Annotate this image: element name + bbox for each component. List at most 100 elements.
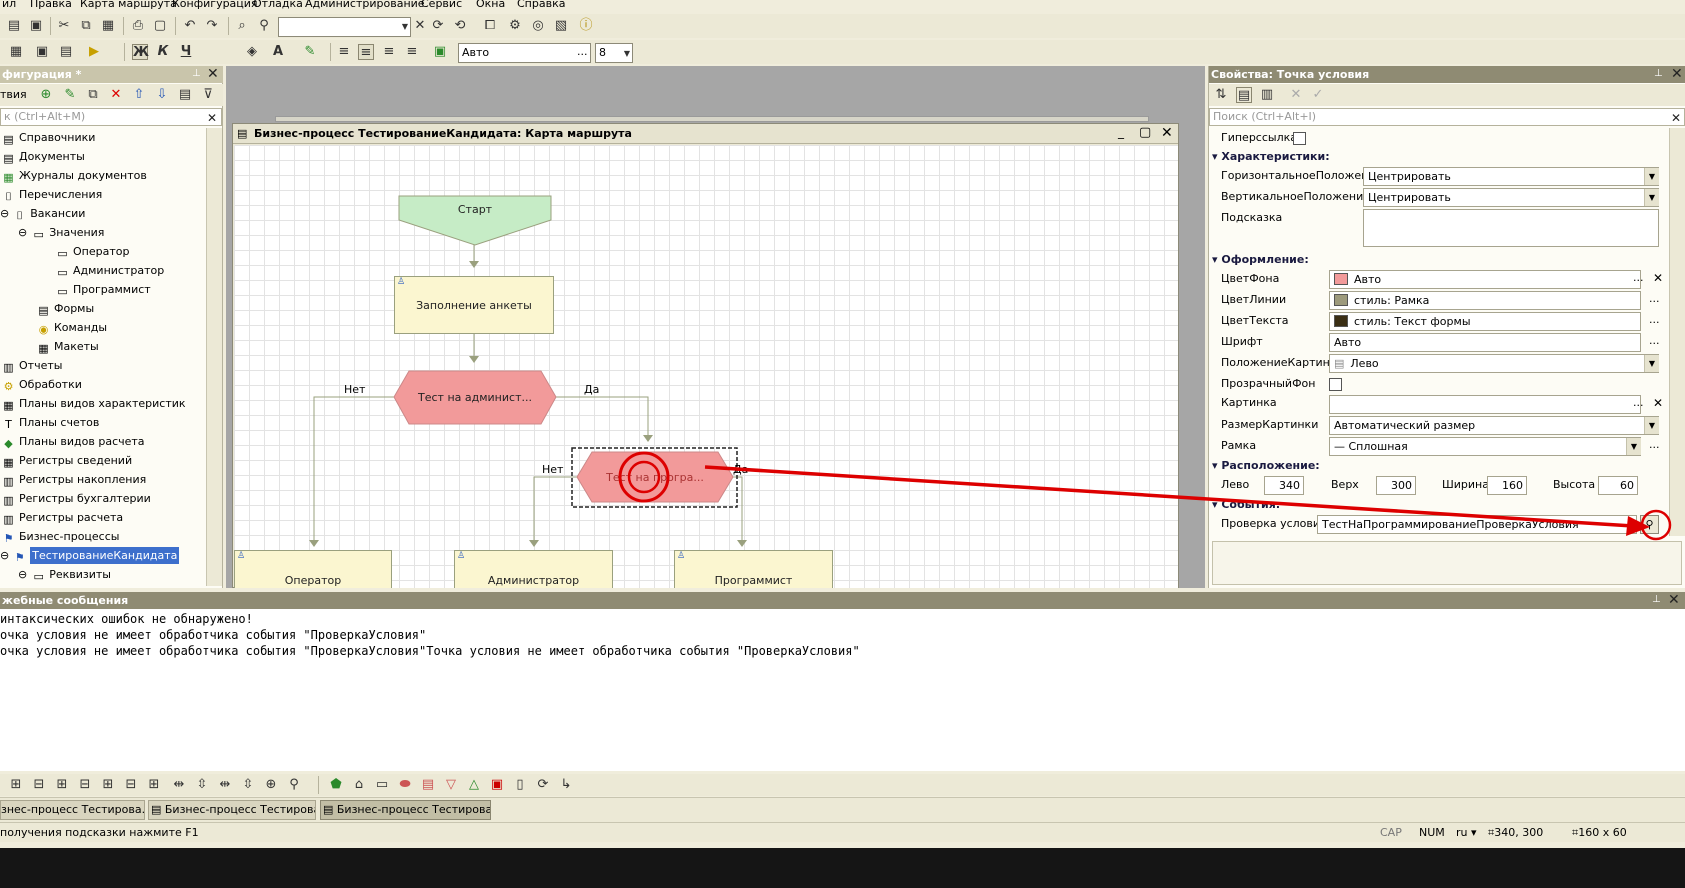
subprocess-icon[interactable]: ▭ [375,777,389,792]
syntax-icon[interactable]: ▧ [554,18,568,33]
frame-field[interactable]: — Сплошная [1329,437,1641,456]
linecolor-field[interactable]: стиль: Рамка [1329,291,1641,310]
section-events[interactable]: ▾ События: [1212,498,1281,511]
menu-edit[interactable]: Правка [30,0,72,10]
spacing-icon[interactable]: ⇹ [219,777,231,792]
save-icon[interactable]: ▣ [29,18,43,33]
check-condition-field[interactable]: ТестНаПрограммированиеПроверкаУсловия [1317,515,1637,534]
operator-node[interactable]: Оператор [234,550,392,588]
chevron-down-icon[interactable]: ▼ [1644,355,1659,372]
pin-icon[interactable]: ⊥ [1654,68,1663,79]
picture-icon[interactable]: ▣ [433,44,447,59]
top-field[interactable]: 300 [1376,476,1416,495]
italic-button[interactable]: К [157,44,169,59]
menu-admin[interactable]: Администрирование [305,0,425,10]
sort-alpha-icon[interactable]: ⇅ [1215,87,1227,102]
window-tab-active[interactable]: ▤ Бизнес-процесс Тестирова... [320,800,491,820]
tree-item[interactable]: ▭Администратор [57,264,165,279]
align-icon[interactable]: ⊞ [56,777,68,792]
align-icon[interactable]: ⊟ [125,777,137,792]
edit-icon[interactable]: ✎ [64,87,76,102]
vpos-field[interactable]: Центрировать [1363,188,1659,207]
align-icon[interactable]: ⊟ [79,777,91,792]
tree-item[interactable]: ▭Оператор [57,245,130,260]
align-right-icon[interactable]: ≡ [383,44,395,59]
decoration-icon[interactable]: ▯ [516,777,524,792]
snap-icon[interactable]: ⚲ [289,777,299,792]
start-node[interactable]: Старт [457,202,493,216]
info-icon[interactable]: ⓘ [579,18,593,33]
transparent-checkbox[interactable] [1329,378,1342,391]
height-field[interactable]: 60 [1598,476,1638,495]
apply-icon[interactable]: ✓ [1312,87,1324,102]
picture-clear-icon[interactable]: ✕ [1653,396,1664,410]
form-icon[interactable]: ▤ [59,44,73,59]
programmer-node[interactable]: Программист [674,550,833,588]
properties-search-input[interactable]: Поиск (Ctrl+Alt+I) [1209,108,1685,126]
font-field[interactable]: Авто [1329,333,1641,352]
message-line[interactable]: очка условия не имеет обработчика событи… [0,628,427,642]
tree-item[interactable]: ⚑Бизнес-процессы [3,530,120,545]
section-characteristics[interactable]: ▾ Характеристики: [1212,150,1330,163]
end-point-icon[interactable]: ▣ [490,777,504,792]
text-color-icon[interactable]: A [272,44,284,59]
align-icon[interactable]: ⊟ [33,777,45,792]
open-folder-icon[interactable]: ▤ [7,18,21,33]
message-line[interactable]: очка условия не имеет обработчика событи… [0,644,860,658]
tree-item[interactable]: ▥Регистры расчета [3,511,124,526]
redo-icon[interactable]: ↷ [206,18,218,33]
bg-dots[interactable]: ... [1633,271,1644,284]
font-name-field[interactable]: Авто [458,43,591,63]
line-icon[interactable]: ↳ [560,777,572,792]
config-search-input[interactable]: к (Ctrl+Alt+M) [0,108,222,126]
activity-point-icon[interactable]: ⌂ [354,777,364,792]
start-point-icon[interactable]: ⬟ [330,777,342,792]
tree-item[interactable]: ▦Планы видов характеристик [3,397,186,412]
diagram-canvas[interactable]: Старт Заполнение анкеты ♙ Тест на админи… [234,145,1178,588]
tree-item[interactable]: ⚙Обработки [3,378,82,393]
underline-button[interactable]: Ч [180,44,192,59]
clear-search-icon[interactable]: ✕ [207,111,218,125]
chevron-down-icon[interactable]: ▼ [1644,189,1659,206]
chevron-down-icon[interactable]: ▼ [623,49,631,58]
imgsize-field[interactable]: Автоматический размер [1329,416,1659,435]
spacing-icon[interactable]: ⇳ [242,777,254,792]
textcolor-dots[interactable]: ... [1649,313,1660,326]
tree-item[interactable]: ⊖▭Реквизиты [18,568,111,583]
picture-dots[interactable]: ... [1633,396,1644,409]
status-lang[interactable]: ru ▾ [1456,826,1477,839]
close-icon[interactable]: ✕ [1161,125,1173,141]
properties-scrollbar[interactable] [1669,128,1685,536]
windows-icon[interactable]: ⧠ [484,18,496,33]
tree-item[interactable]: ◆Планы видов расчета [4,435,145,450]
debug-icon[interactable]: ⚙ [509,18,521,33]
hyperlink-checkbox[interactable] [1293,132,1306,145]
add-icon[interactable]: ⊕ [40,87,52,102]
close-icon[interactable]: ✕ [1668,592,1680,608]
align-center-icon[interactable]: ≡ [358,44,374,60]
left-field[interactable]: 340 [1264,476,1304,495]
menu-help[interactable]: Справка [517,0,566,10]
tree-item[interactable]: ▦Регистры сведений [3,454,133,469]
module-icon[interactable]: ▣ [35,44,49,59]
menu-debug[interactable]: Отладка [253,0,303,10]
align-icon[interactable]: ⊞ [102,777,114,792]
close-icon[interactable]: ✕ [207,66,219,82]
actions-menu[interactable]: твия [0,88,27,101]
fill-form-node[interactable]: Заполнение анкеты [394,276,554,334]
search-combo[interactable] [278,17,411,37]
window-tab[interactable]: ▤ Бизнес-процесс Тестирова... [148,800,316,820]
events-icon[interactable]: ▥ [1260,87,1274,102]
open-handler-button[interactable]: ⚲ [1640,515,1659,534]
message-line[interactable]: интаксических ошибок не обнаружено! [0,612,253,626]
condition-prog-node[interactable]: Тест на програ... [606,470,704,484]
frame-dots[interactable]: ... [1649,438,1660,451]
fill-color-icon[interactable]: ◈ [247,44,257,59]
admin-node[interactable]: Администратор [454,550,613,588]
imgpos-field[interactable]: ▤Лево [1329,354,1659,373]
copy-icon[interactable]: ⧉ [81,18,91,33]
tree-item[interactable]: ▥Регистры накопления [3,473,147,488]
move-up-icon[interactable]: ⇧ [133,87,145,102]
tree-item[interactable]: ▤Формы [38,302,95,317]
split-point-icon[interactable]: ▽ [446,777,456,792]
